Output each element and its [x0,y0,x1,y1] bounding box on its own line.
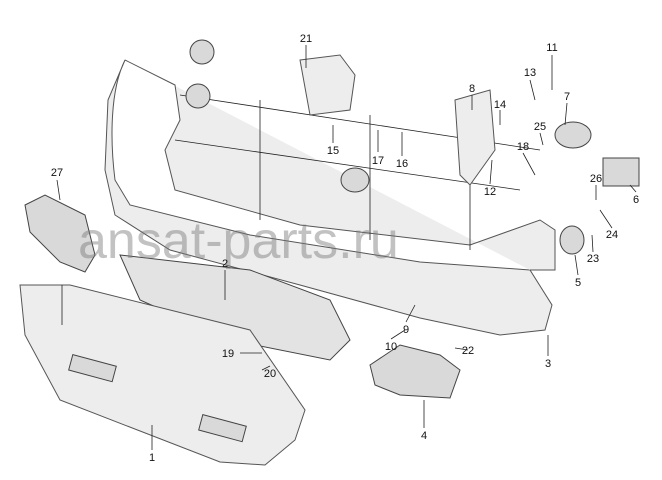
callout-16: 16 [396,158,408,170]
callout-3: 3 [545,358,551,370]
callout-20: 20 [264,368,276,380]
callout-24: 24 [606,229,618,241]
callout-21: 21 [300,33,312,45]
callout-17: 17 [372,155,384,167]
callout-26: 26 [590,173,602,185]
callout-14: 14 [494,99,506,111]
callout-10: 10 [385,341,397,353]
fog-lamps [185,39,640,255]
callout-1: 1 [149,452,155,464]
callout-25: 25 [534,121,546,133]
callout-22: 22 [462,345,474,357]
side-lamp-right [369,344,461,399]
lower-bumper [19,284,306,466]
callout-2: 2 [222,258,228,270]
callout-labels: 21 11 13 8 7 14 25 18 15 17 16 12 26 6 2… [51,33,639,464]
callout-4: 4 [421,430,427,442]
leader-lines [56,45,637,450]
callout-27: 27 [51,167,63,179]
brackets [299,54,496,186]
callout-13: 13 [524,67,536,79]
callout-12: 12 [484,186,496,198]
watermark: ansat-parts.ru [78,212,399,270]
callout-7: 7 [564,91,570,103]
callout-6: 6 [633,194,639,206]
callout-19: 19 [222,348,234,360]
callout-5: 5 [575,277,581,289]
callout-18: 18 [517,141,529,153]
callout-15: 15 [327,145,339,157]
callout-8: 8 [469,83,475,95]
side-lamp-left [24,194,96,273]
callout-23: 23 [587,253,599,265]
callout-11: 11 [546,42,557,54]
callout-9: 9 [403,324,409,336]
